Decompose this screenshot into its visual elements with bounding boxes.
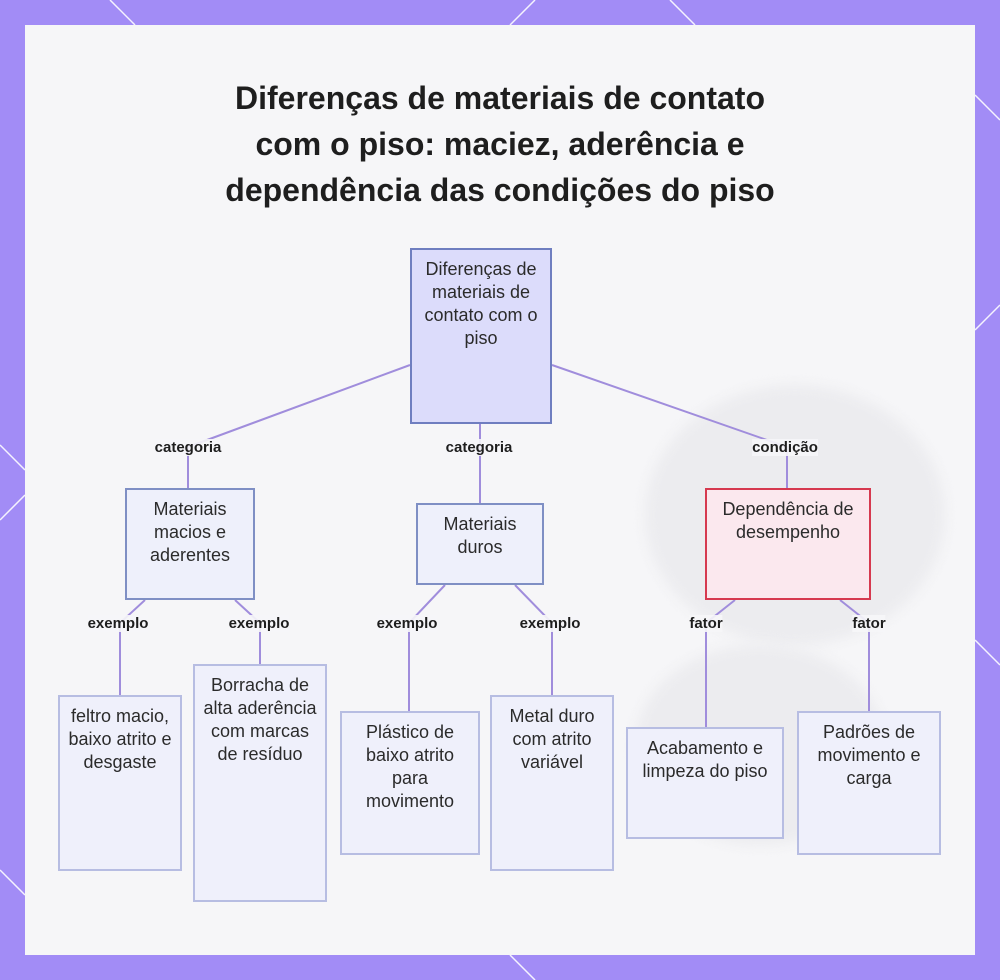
- title-line: Diferenças de materiais de contato: [235, 80, 765, 116]
- node-plastic: Plástico de baixo atrito para movimento: [340, 711, 480, 855]
- node-plastic-label: Plástico de baixo atrito para movimento: [365, 722, 455, 811]
- title-line: com o piso: maciez, aderência e: [255, 126, 745, 162]
- node-root-label: Diferenças de materiais de contato com o…: [424, 259, 538, 348]
- node-felt: feltro macio, baixo atrito e desgaste: [58, 695, 182, 871]
- node-performance-dependence: Dependência de desempenho: [705, 488, 871, 600]
- edge-label-perf-finish: fator: [689, 615, 723, 632]
- node-soft-label: Materiais macios e aderentes: [149, 499, 231, 565]
- edge-hard-metal: [514, 584, 553, 695]
- node-perf-label: Dependência de desempenho: [722, 499, 854, 542]
- node-hard-label: Materiais duros: [443, 514, 517, 557]
- node-rubber: Borracha de alta aderência com marcas de…: [193, 664, 327, 902]
- node-metal-label: Metal duro com atrito variável: [509, 706, 595, 772]
- edge-label-perf-patterns: fator: [852, 615, 886, 632]
- node-hard-materials: Materiais duros: [416, 503, 544, 585]
- edge-root-soft: [187, 364, 411, 488]
- edge-hard-plastic: [408, 584, 446, 711]
- edge-root-perf: [551, 364, 788, 488]
- edge-label-root-hard: categoria: [445, 439, 513, 456]
- node-rubber-label: Borracha de alta aderência com marcas de…: [203, 675, 317, 764]
- diagram-card: Diferenças de materiais de contato com o…: [25, 25, 975, 955]
- node-finish-label: Acabamento e limpeza do piso: [642, 738, 768, 781]
- edge-label-soft-rubber: exemplo: [228, 615, 290, 632]
- node-metal: Metal duro com atrito variável: [490, 695, 614, 871]
- node-soft-materials: Materiais macios e aderentes: [125, 488, 255, 600]
- edge-soft-rubber: [234, 599, 261, 664]
- node-floor-finish: Acabamento e limpeza do piso: [626, 727, 784, 839]
- diagram-title: Diferenças de materiais de contato com o…: [25, 75, 975, 213]
- edge-label-soft-felt: exemplo: [87, 615, 149, 632]
- node-movement-patterns: Padrões de movimento e carga: [797, 711, 941, 855]
- node-felt-label: feltro macio, baixo atrito e desgaste: [68, 706, 172, 772]
- title-line: dependência das condições do piso: [225, 172, 775, 208]
- node-root: Diferenças de materiais de contato com o…: [410, 248, 552, 424]
- edge-label-hard-metal: exemplo: [519, 615, 581, 632]
- node-patterns-label: Padrões de movimento e carga: [817, 722, 921, 788]
- edge-label-root-soft: categoria: [154, 439, 222, 456]
- edge-label-hard-plastic: exemplo: [376, 615, 438, 632]
- edge-label-root-perf: condição: [752, 439, 818, 456]
